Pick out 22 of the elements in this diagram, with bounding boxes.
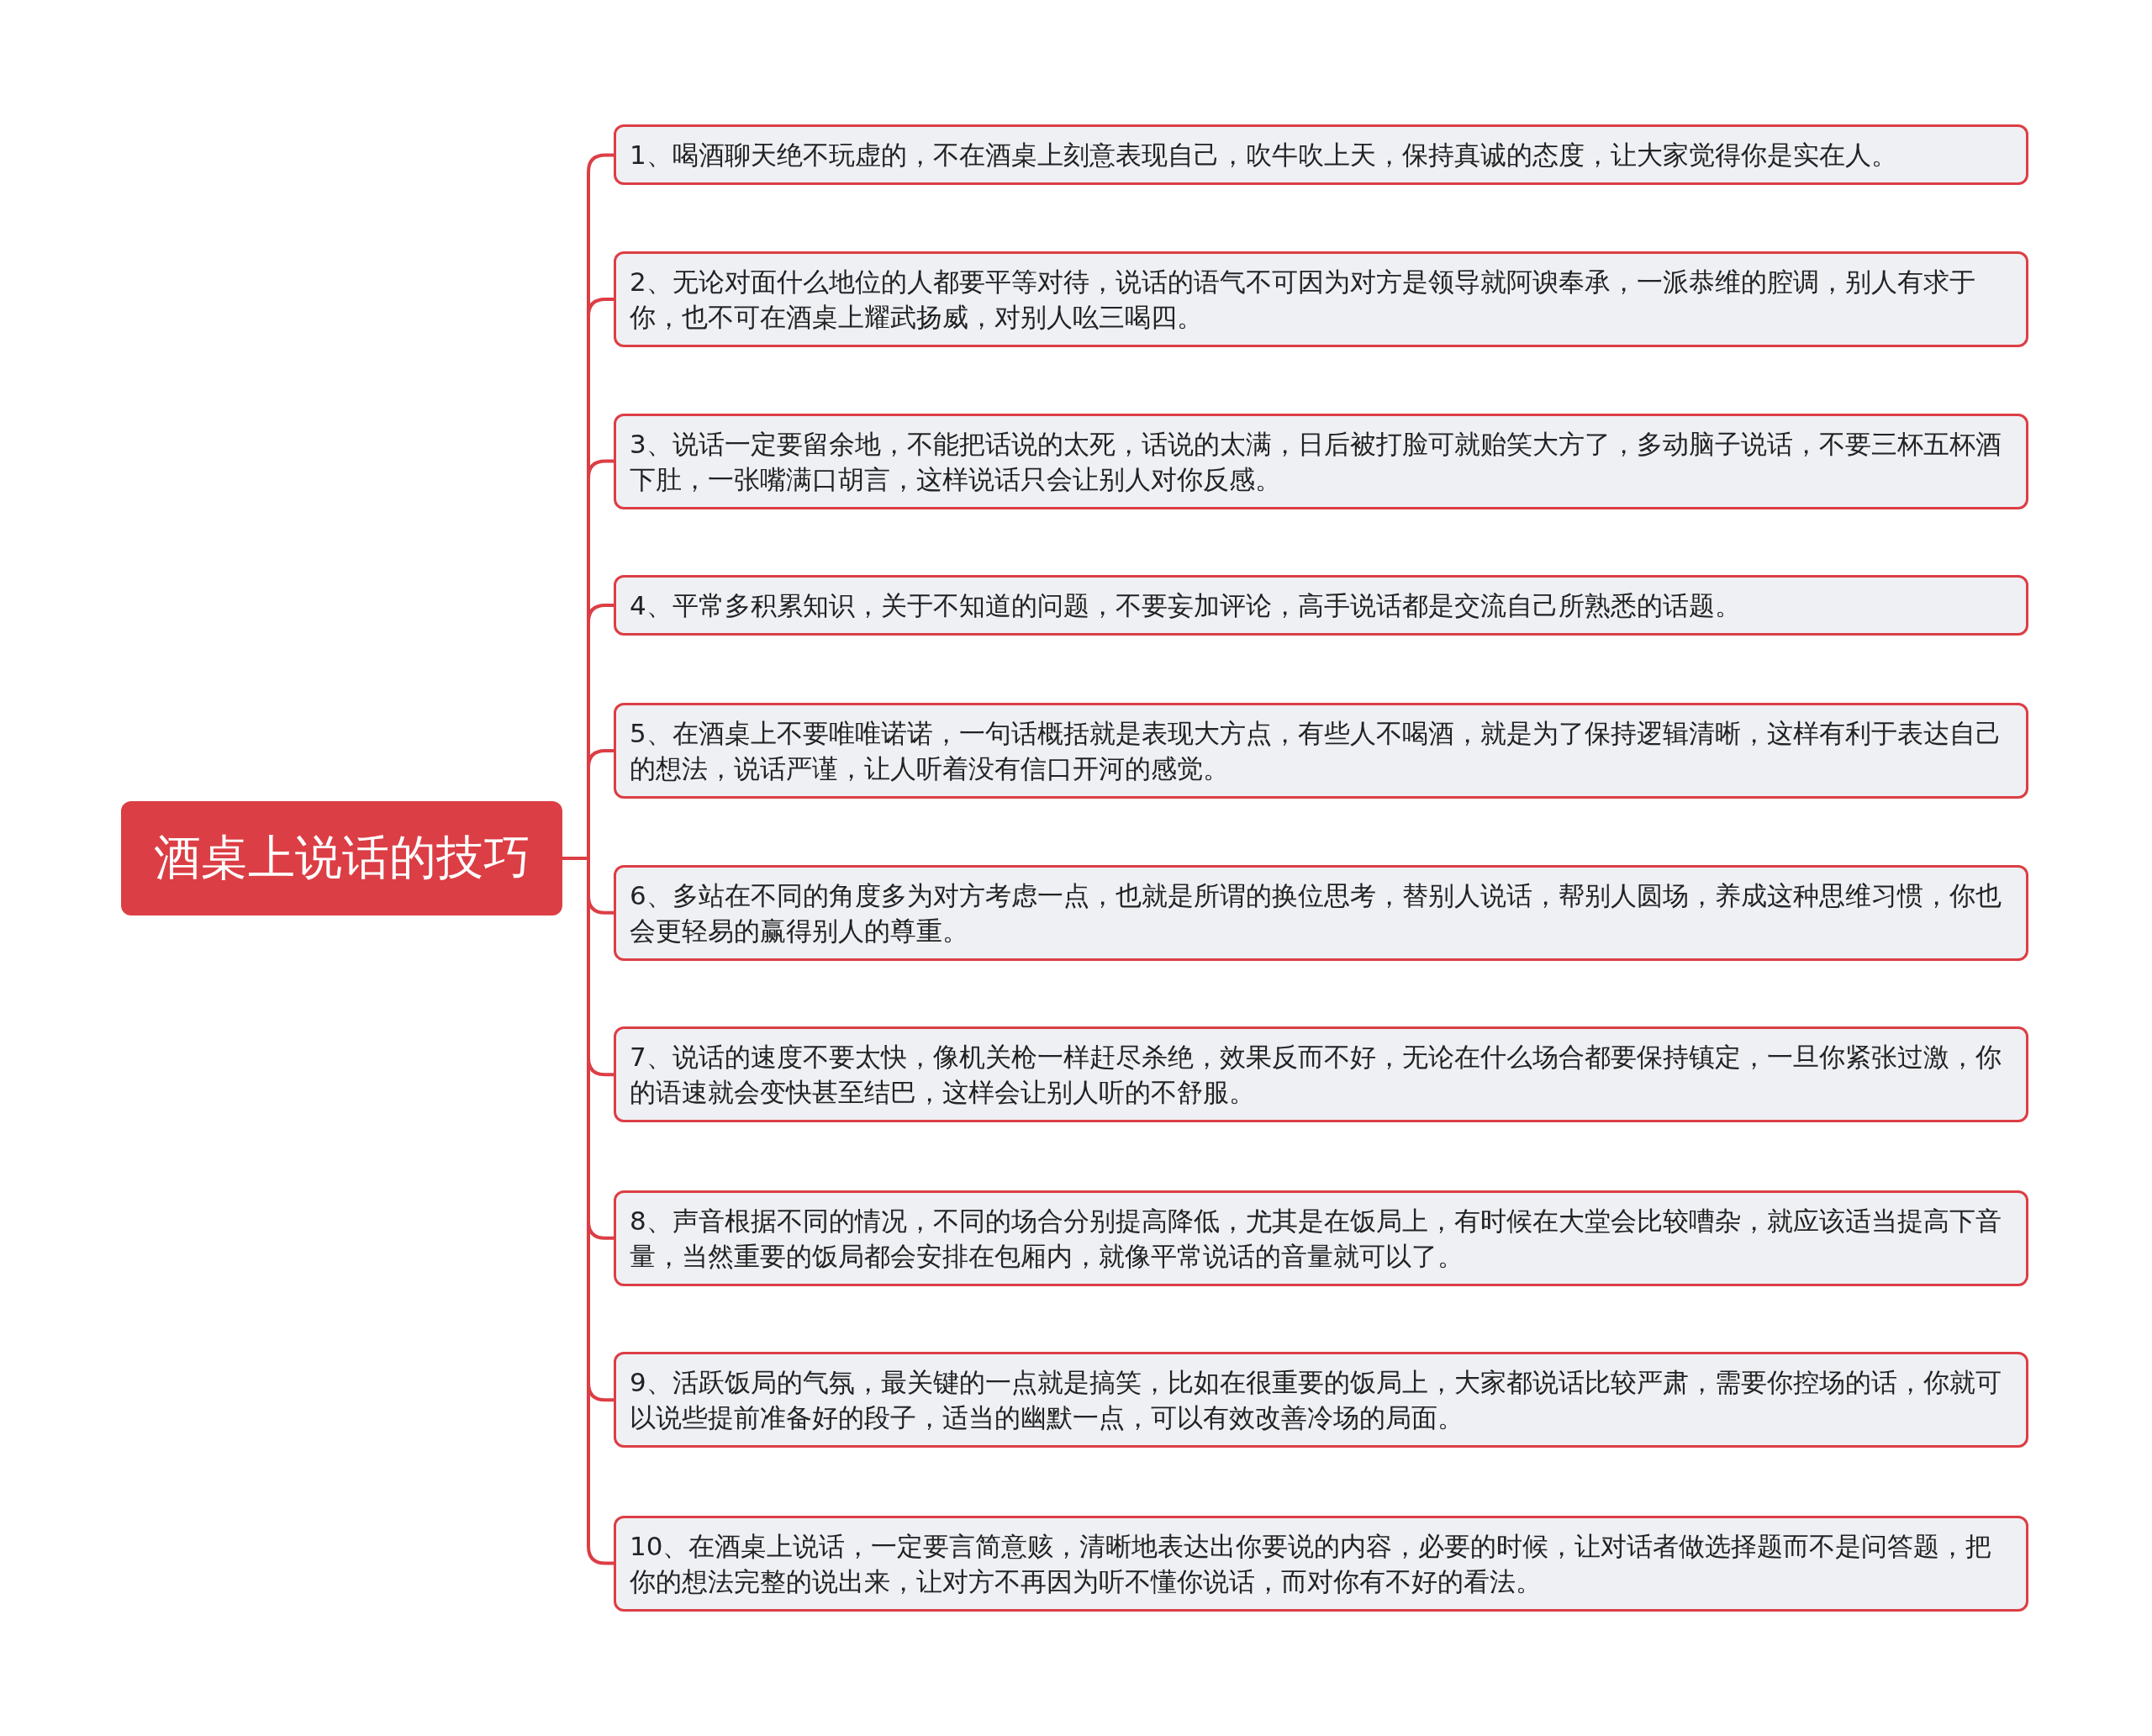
branch-text: 9、活跃饭局的气氛，最关键的一点就是搞笑，比如在很重要的饭局上，大家都说话比较严肃，需要你控场的话，你就可以说些提前准备好的段子，适当的幽默一点，可以有效改善冷场的局面。 [630, 1366, 2002, 1435]
branch-box [614, 1190, 2028, 1286]
branch-text: 8、声音根据不同的情况，不同的场合分别提高降低，尤其是在饭局上，有时候在大堂会比较嘈杂，就应该适当提高下音量，当然重要的饭局都会安排在包厢内，就像平常说话的音量就可以了。 [630, 1204, 2002, 1273]
branch-box [614, 1515, 2028, 1612]
branch-text: 1、喝酒聊天绝不玩虚的，不在酒桌上刻意表现自己，吹牛吹上天，保持真诚的态度，让大家觉得你是实在人。 [630, 139, 1898, 172]
branch-box [614, 1352, 2028, 1448]
branch-box [614, 413, 2028, 509]
branch-box [614, 251, 2028, 347]
branch-box [614, 124, 2028, 186]
branch-text: 4、平常多积累知识，关于不知道的问题，不要妄加评论，高手说话都是交流自己所熟悉的话题。 [630, 589, 1742, 622]
branch-text: 2、无论对面什么地位的人都要平等对待，说话的语气不可因为对方是领导就阿谀奉承，一派恭维的腔调，别人有求于你，也不可在酒桌上耀武扬威，对别人吆三喝四。 [630, 265, 1976, 334]
branch-box [614, 703, 2028, 799]
branch-text: 10、在酒桌上说话，一定要言简意赅，清晰地表达出你要说的内容，必要的时候，让对话者做选择题而不是问答题，把你的想法完整的说出来，让对方不再因为听不懂你说话，而对你有不好的看法。 [630, 1529, 1993, 1598]
branch-box [614, 864, 2028, 961]
branch-text: 7、说话的速度不要太快，像机关枪一样赶尽杀绝，效果反而不好，无论在什么场合都要保持镇定，一旦你紧张过激，你的语速就会变快甚至结巴，这样会让别人听的不舒服。 [630, 1041, 2002, 1110]
topic-text: 酒桌上说话的技巧 [153, 829, 530, 886]
branch-box [614, 575, 2028, 636]
branch-box [614, 1026, 2028, 1123]
branch-text: 5、在酒桌上不要唯唯诺诺，一句话概括就是表现大方点，有些人不喝酒，就是为了保持逻辑清晰，这样有利于表达自己的想法，说话严谨，让人听着没有信口开河的感觉。 [630, 717, 2002, 786]
branch-text: 6、多站在不同的角度多为对方考虑一点，也就是所谓的换位思考，替别人说话，帮别人圆场，养成这种思维习惯，你也会更轻易的赢得别人的尊重。 [630, 879, 2002, 947]
branch-text: 3、说话一定要留余地，不能把话说的太死，话说的太满，日后被打脸可就贻笑大方了，多动脑子说话，不要三杯五杯酒下肚，一张嘴满口胡言，这样说话只会让别人对你反感。 [630, 427, 2002, 496]
topic-box [121, 801, 562, 915]
